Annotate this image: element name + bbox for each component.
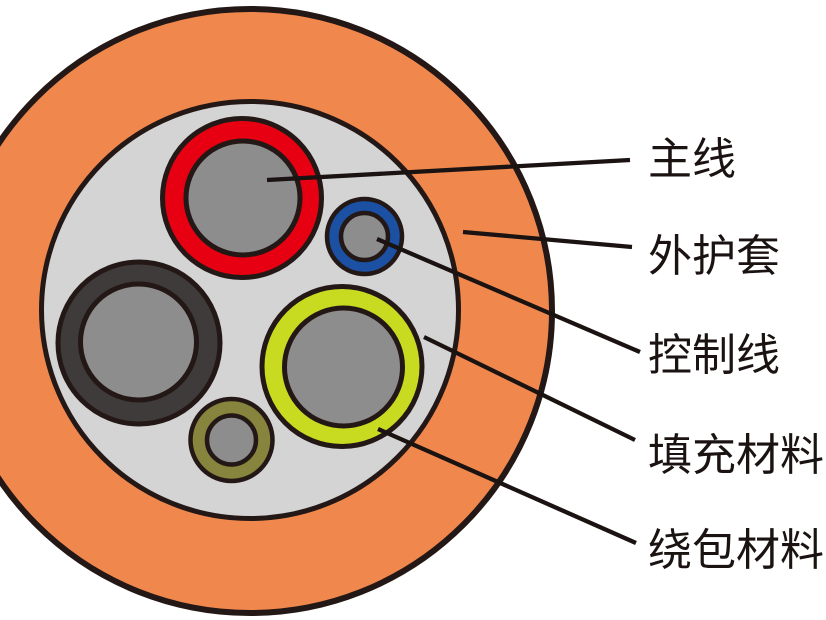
label-outer-sheath: 外护套 <box>648 232 780 281</box>
leader-control-wire <box>376 237 641 354</box>
yellow-wire-core <box>282 305 405 429</box>
control-wire-core <box>338 210 391 263</box>
label-wrapping-material: 绕包材料 <box>648 526 824 575</box>
label-main-wire: 主线 <box>648 135 736 184</box>
olive-wire-core <box>204 413 259 467</box>
leader-main-wire <box>266 157 631 183</box>
label-filling-material: 填充材料 <box>648 431 824 480</box>
dark-wire-core <box>78 281 199 403</box>
leader-outer-sheath <box>462 229 633 250</box>
leader-wrapping-material <box>377 427 637 545</box>
main-wire-core <box>183 138 303 258</box>
label-control-wire: 控制线 <box>648 331 780 380</box>
leader-filling-material <box>423 335 636 442</box>
